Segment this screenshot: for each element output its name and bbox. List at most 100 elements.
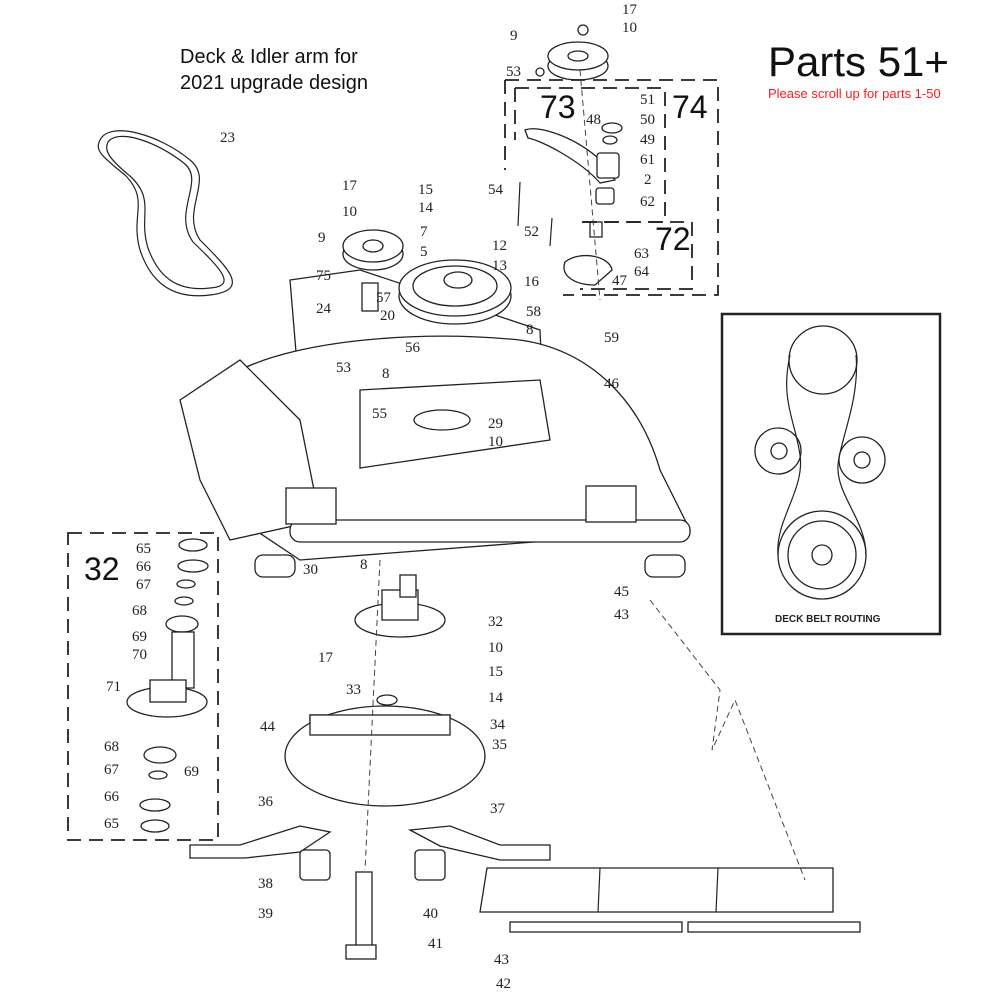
blade-right [407, 825, 551, 861]
idler-arm-48 [524, 128, 617, 184]
part-label-62: 62 [640, 194, 655, 210]
part-label-34: 34 [490, 717, 506, 733]
part-label-53: 53 [506, 64, 521, 80]
strip-41 [509, 921, 683, 933]
group-box-72 [580, 221, 693, 290]
part-label-65: 65 [104, 816, 119, 832]
part-label-69: 69 [184, 764, 199, 780]
part-label-75: 75 [316, 268, 331, 284]
part-label-45: 45 [614, 584, 629, 600]
part-label-32: 32 [488, 614, 503, 630]
scroll-note: Please scroll up for parts 1-50 [768, 86, 941, 101]
part-label-68: 68 [132, 603, 147, 619]
part-label-67: 67 [136, 577, 152, 593]
part-label-46: 46 [604, 376, 620, 392]
part-label-10: 10 [488, 434, 503, 450]
part-label-47: 47 [612, 273, 628, 289]
part-label-8: 8 [526, 322, 534, 338]
part-label-14: 14 [488, 690, 504, 706]
blade-left [189, 825, 332, 859]
belt-23 [97, 130, 233, 297]
part-label-43: 43 [614, 607, 629, 623]
part-label-52: 52 [524, 224, 539, 240]
part-label-53: 53 [336, 360, 351, 376]
group-box-73 [515, 87, 666, 223]
group-box-32 [67, 532, 219, 841]
part-label-43: 43 [494, 952, 509, 968]
part-label-70: 70 [132, 647, 147, 663]
part-label-8: 8 [360, 557, 368, 573]
part-label-17: 17 [318, 650, 334, 666]
part-label-13: 13 [492, 258, 507, 274]
top-idler-pulley-9 [535, 24, 609, 81]
part-label-17: 17 [622, 2, 638, 18]
part-label-12: 12 [492, 238, 507, 254]
part-label-29: 29 [488, 416, 503, 432]
part-label-41: 41 [428, 936, 443, 952]
part-label-39: 39 [258, 906, 273, 922]
part-label-44: 44 [260, 719, 276, 735]
deck-46 [179, 269, 692, 578]
part-label-67: 67 [104, 762, 120, 778]
part-label-10: 10 [488, 640, 503, 656]
group-label-73: 73 [540, 89, 576, 125]
part-label-9: 9 [510, 28, 518, 44]
part-label-5: 5 [420, 244, 428, 260]
parts-heading: Parts 51+ [768, 38, 949, 85]
part-label-48: 48 [586, 112, 601, 128]
diagram-title: Deck & Idler arm for 2021 upgrade design [180, 44, 368, 96]
part-label-16: 16 [524, 274, 540, 290]
part-label-54: 54 [488, 182, 504, 198]
part-label-59: 59 [604, 330, 619, 346]
part-label-36: 36 [258, 794, 274, 810]
part-label-66: 66 [136, 559, 152, 575]
title-line-2: 2021 upgrade design [180, 72, 368, 94]
part-label-66: 66 [104, 789, 120, 805]
part-label-7: 7 [420, 224, 428, 240]
plate-40 [479, 867, 834, 913]
part-label-55: 55 [372, 406, 387, 422]
part-label-15: 15 [418, 182, 433, 198]
inset-caption: DECK BELT ROUTING [775, 614, 881, 625]
part-label-57: 57 [376, 290, 392, 306]
part-label-68: 68 [104, 739, 119, 755]
part-label-58: 58 [526, 304, 541, 320]
part-label-38: 38 [258, 876, 273, 892]
part-label-42: 42 [496, 976, 511, 992]
part-label-51: 51 [640, 92, 655, 108]
part-label-35: 35 [492, 737, 507, 753]
part-label-2: 2 [644, 172, 652, 188]
part-label-37: 37 [490, 801, 506, 817]
group-label-72: 72 [655, 221, 691, 257]
part-label-65: 65 [136, 541, 151, 557]
part-label-63: 63 [634, 246, 649, 262]
part-label-10: 10 [342, 204, 357, 220]
part-label-56: 56 [405, 340, 421, 356]
main-pulley-16 [398, 259, 512, 325]
idler-pulley-9 [342, 229, 404, 312]
belt-routing-inset [720, 312, 942, 636]
part-label-17: 17 [342, 178, 358, 194]
part-label-49: 49 [640, 132, 655, 148]
part-label-9: 9 [318, 230, 326, 246]
part-label-61: 61 [640, 152, 655, 168]
part-label-14: 14 [418, 200, 434, 216]
part-label-10: 10 [622, 20, 637, 36]
part-label-8: 8 [382, 366, 390, 382]
part-label-50: 50 [640, 112, 655, 128]
spindle-exploded-32 [126, 538, 209, 833]
part-label-15: 15 [488, 664, 503, 680]
part-label-40: 40 [423, 906, 438, 922]
part-label-33: 33 [346, 682, 361, 698]
part-label-69: 69 [132, 629, 147, 645]
part-label-20: 20 [380, 308, 395, 324]
part-label-24: 24 [316, 301, 332, 317]
spindle-32 [284, 574, 486, 807]
group-label-74: 74 [672, 89, 708, 125]
part-label-23: 23 [220, 130, 235, 146]
part-label-71: 71 [106, 679, 121, 695]
part-label-64: 64 [634, 264, 650, 280]
group-label-32: 32 [84, 551, 120, 587]
